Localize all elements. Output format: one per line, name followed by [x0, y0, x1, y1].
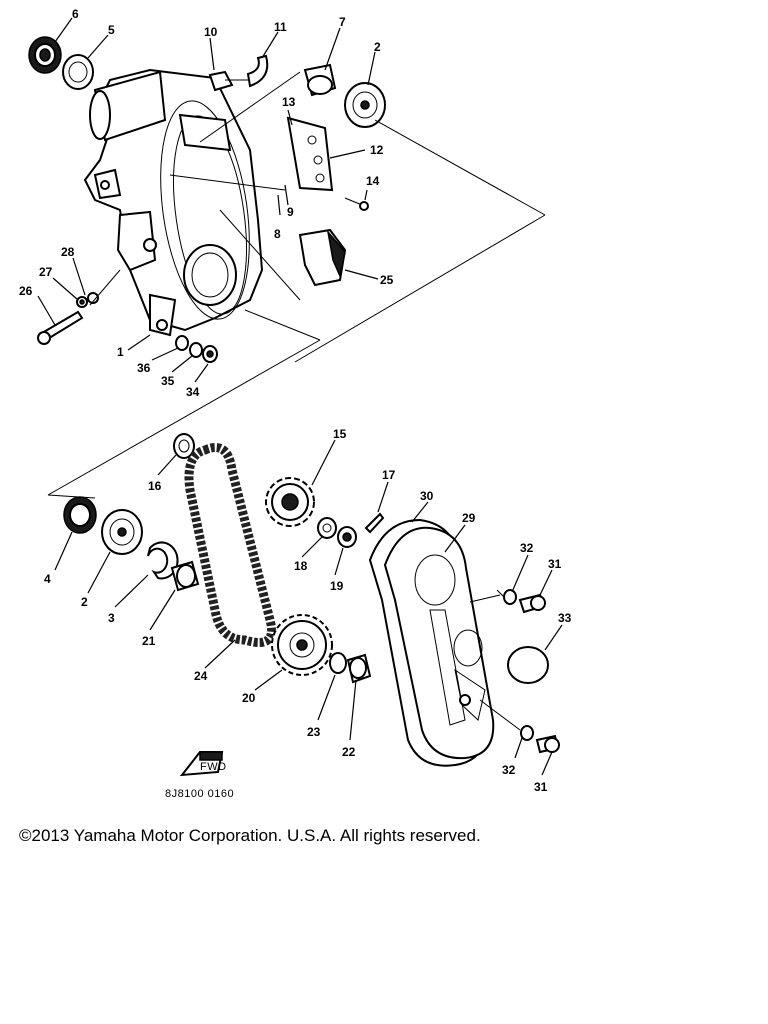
part-15-sprocket [265, 477, 315, 527]
callout-30: 30 [420, 489, 434, 503]
callout-16: 16 [148, 479, 162, 493]
callout-23: 23 [307, 725, 321, 739]
part-34-nut [202, 345, 218, 363]
callout-7: 7 [339, 15, 346, 29]
callout-19: 19 [330, 579, 344, 593]
part-23-washer [329, 652, 347, 674]
diagram-code: 8J8100 0160 [165, 788, 234, 800]
part-24-chain [184, 443, 276, 647]
callout-12: 12 [370, 143, 384, 157]
part-32-washer-bottom [520, 725, 534, 741]
callout-8: 8 [274, 227, 281, 241]
callout-1: 1 [117, 345, 124, 359]
callout-2-top: 2 [374, 40, 381, 54]
part-3-circlip [147, 541, 179, 580]
part-16-collar [173, 433, 195, 459]
part-33-plug [507, 646, 549, 684]
callout-10: 10 [204, 25, 218, 39]
part-9-pin [277, 184, 289, 216]
callout-24: 24 [194, 669, 208, 683]
callout-18: 18 [294, 559, 308, 573]
fwd-direction-arrow: FWD [179, 751, 227, 777]
part-7-collar [303, 63, 337, 97]
callout-13: 13 [282, 95, 296, 109]
callout-26: 26 [19, 284, 33, 298]
callout-21: 21 [142, 634, 156, 648]
part-4-bearing [63, 496, 97, 534]
callout-28: 28 [61, 245, 75, 259]
part-27-washer [76, 296, 88, 308]
callout-15: 15 [333, 427, 347, 441]
part-10-fitting [208, 70, 248, 92]
callout-6: 6 [72, 7, 79, 21]
callout-27: 27 [39, 265, 53, 279]
callout-9: 9 [287, 205, 294, 219]
part-17-pin [364, 512, 385, 534]
part-11-hose [246, 54, 269, 88]
part-32-washer-top [503, 589, 517, 605]
part-28-washer [87, 292, 99, 304]
callout-2-lower: 2 [81, 595, 88, 609]
lower-guide-lines [469, 589, 521, 731]
callout-14: 14 [366, 174, 380, 188]
callout-leaders [37, 17, 563, 776]
callout-3: 3 [108, 611, 115, 625]
part-18-washer [317, 517, 337, 539]
part-31-bolt-top [518, 593, 546, 614]
callout-36: 36 [137, 361, 151, 375]
part-19-nut [337, 526, 357, 548]
part-5-seal [62, 54, 94, 90]
part-14-bolt [344, 197, 369, 211]
part-6-bearing [28, 36, 62, 74]
part-22-nut [346, 653, 372, 684]
callout-34: 34 [186, 385, 200, 399]
part-12-plate [286, 116, 334, 192]
part-29-cover [383, 526, 495, 760]
assembly-guide-lines [47, 71, 546, 499]
part-25-tensioner [298, 228, 347, 287]
callout-33: 33 [558, 611, 572, 625]
part-2-bearing-top [344, 82, 386, 128]
exploded-parts-diagram: FWD [19, 7, 572, 800]
callout-17: 17 [382, 468, 396, 482]
callout-20: 20 [242, 691, 256, 705]
callout-11: 11 [274, 20, 287, 34]
part-36-washer [175, 335, 189, 351]
part-21-collar [170, 560, 200, 592]
part-31-bolt-bottom [535, 734, 560, 754]
part-26-bolt [37, 310, 84, 345]
copyright-notice: ©2013 Yamaha Motor Corporation. U.S.A. A… [19, 826, 481, 845]
chain-case-housing [83, 68, 264, 337]
callout-29: 29 [462, 511, 476, 525]
part-35-washer [189, 342, 203, 358]
callout-32-top: 32 [520, 541, 534, 555]
callout-35: 35 [161, 374, 175, 388]
callout-numbers: 6 5 10 11 7 2 13 12 14 9 8 25 28 27 26 1… [19, 7, 572, 794]
callout-31-bottom: 31 [534, 780, 548, 794]
callout-32-bottom: 32 [502, 763, 516, 777]
part-2-bearing-lower [101, 509, 143, 555]
callout-31-top: 31 [548, 557, 562, 571]
fwd-label: FWD [200, 761, 227, 773]
callout-5: 5 [108, 23, 115, 37]
callout-4: 4 [44, 572, 51, 586]
callout-25: 25 [380, 273, 394, 287]
callout-22: 22 [342, 745, 356, 759]
part-20-sprocket [271, 614, 333, 676]
